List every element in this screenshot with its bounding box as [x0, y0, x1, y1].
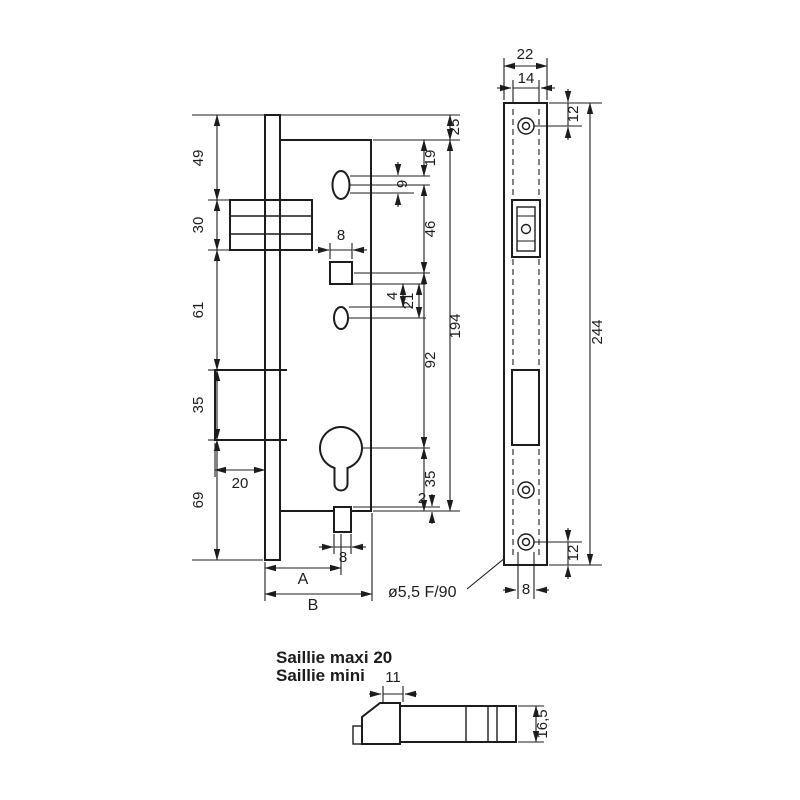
- saillie-mini-label: Saillie mini: [276, 666, 365, 685]
- dim-label-25: 25: [446, 119, 463, 136]
- top-oval-hole: [331, 170, 351, 200]
- deadbolt: [214, 369, 266, 441]
- latch-head-profile: [361, 702, 401, 745]
- latch-bolt-head: [229, 199, 266, 251]
- dim-label-61: 61: [190, 302, 207, 319]
- dim-label-19: 19: [422, 150, 439, 167]
- front-view-lock-body: [192, 114, 460, 561]
- middle-screw-hole: [517, 481, 535, 499]
- dim-label-20: 20: [232, 475, 249, 492]
- latch-detail-view: Saillie maxi 20 Saillie mini 11 16,5: [276, 648, 551, 745]
- square-follower-hole: [329, 261, 353, 285]
- dim-label-9: 9: [394, 180, 411, 188]
- dim-label-21: 21: [400, 293, 417, 310]
- dim-label-49: 49: [190, 150, 207, 167]
- latch-nose-step: [352, 725, 363, 745]
- dim-label-8-pin: 8: [339, 549, 347, 566]
- small-oval-hole: [333, 306, 349, 330]
- saillie-maxi-label: Saillie maxi 20: [276, 648, 392, 667]
- dim-label-22: 22: [517, 46, 534, 63]
- dim-label-35-left: 35: [190, 397, 207, 414]
- dim-label-30: 30: [190, 217, 207, 234]
- dim-label-14: 14: [518, 70, 535, 87]
- dim-label-12-top: 12: [565, 106, 582, 123]
- dim-label-244: 244: [589, 319, 606, 344]
- side-view-dimensions: 22 14 12 244 12 8: [497, 46, 606, 599]
- front-view-dimensions: 49 30 61 35 69 20 8 9 4 21: [190, 114, 517, 614]
- latch-body: [399, 705, 517, 743]
- dim-label-A: A: [298, 571, 309, 588]
- hole-note-label: ø5,5 F/90: [388, 584, 457, 601]
- dim-label-194: 194: [447, 313, 464, 338]
- latch-opening: [511, 199, 541, 258]
- deadbolt-opening: [511, 369, 540, 446]
- side-view-faceplate: [503, 102, 548, 566]
- dim-label-B: B: [308, 597, 319, 614]
- dim-label-46: 46: [422, 221, 439, 238]
- euro-cylinder-hole: [319, 426, 363, 492]
- dim-label-16-5: 16,5: [534, 709, 551, 738]
- dim-label-8-side: 8: [522, 581, 530, 598]
- dim-label-2: 2: [418, 490, 426, 507]
- dim-label-35-right: 35: [422, 471, 439, 488]
- dim-label-69: 69: [190, 492, 207, 509]
- dim-label-11: 11: [385, 669, 401, 686]
- dim-label-4: 4: [384, 292, 401, 300]
- faceplate-outline: [503, 102, 548, 566]
- dim-label-92: 92: [422, 352, 439, 369]
- dim-label-8-square: 8: [337, 227, 345, 244]
- bottom-pin: [333, 506, 352, 533]
- dim-label-12-bottom: 12: [565, 545, 582, 562]
